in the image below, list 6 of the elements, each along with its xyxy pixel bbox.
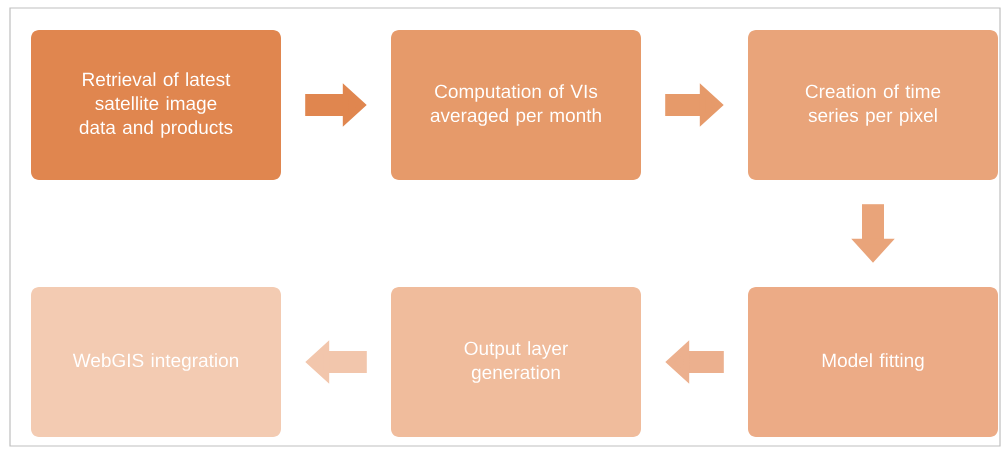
process-box: Computation of VIs averaged per month	[391, 30, 641, 180]
process-box: Model fitting	[748, 287, 998, 437]
process-box: WebGIS integration	[31, 287, 281, 437]
process-box: Output layer generation	[391, 287, 641, 437]
process-box: Creation of time series per pixel	[748, 30, 998, 180]
process-box: Retrieval of latest satellite image data and products	[31, 30, 281, 180]
